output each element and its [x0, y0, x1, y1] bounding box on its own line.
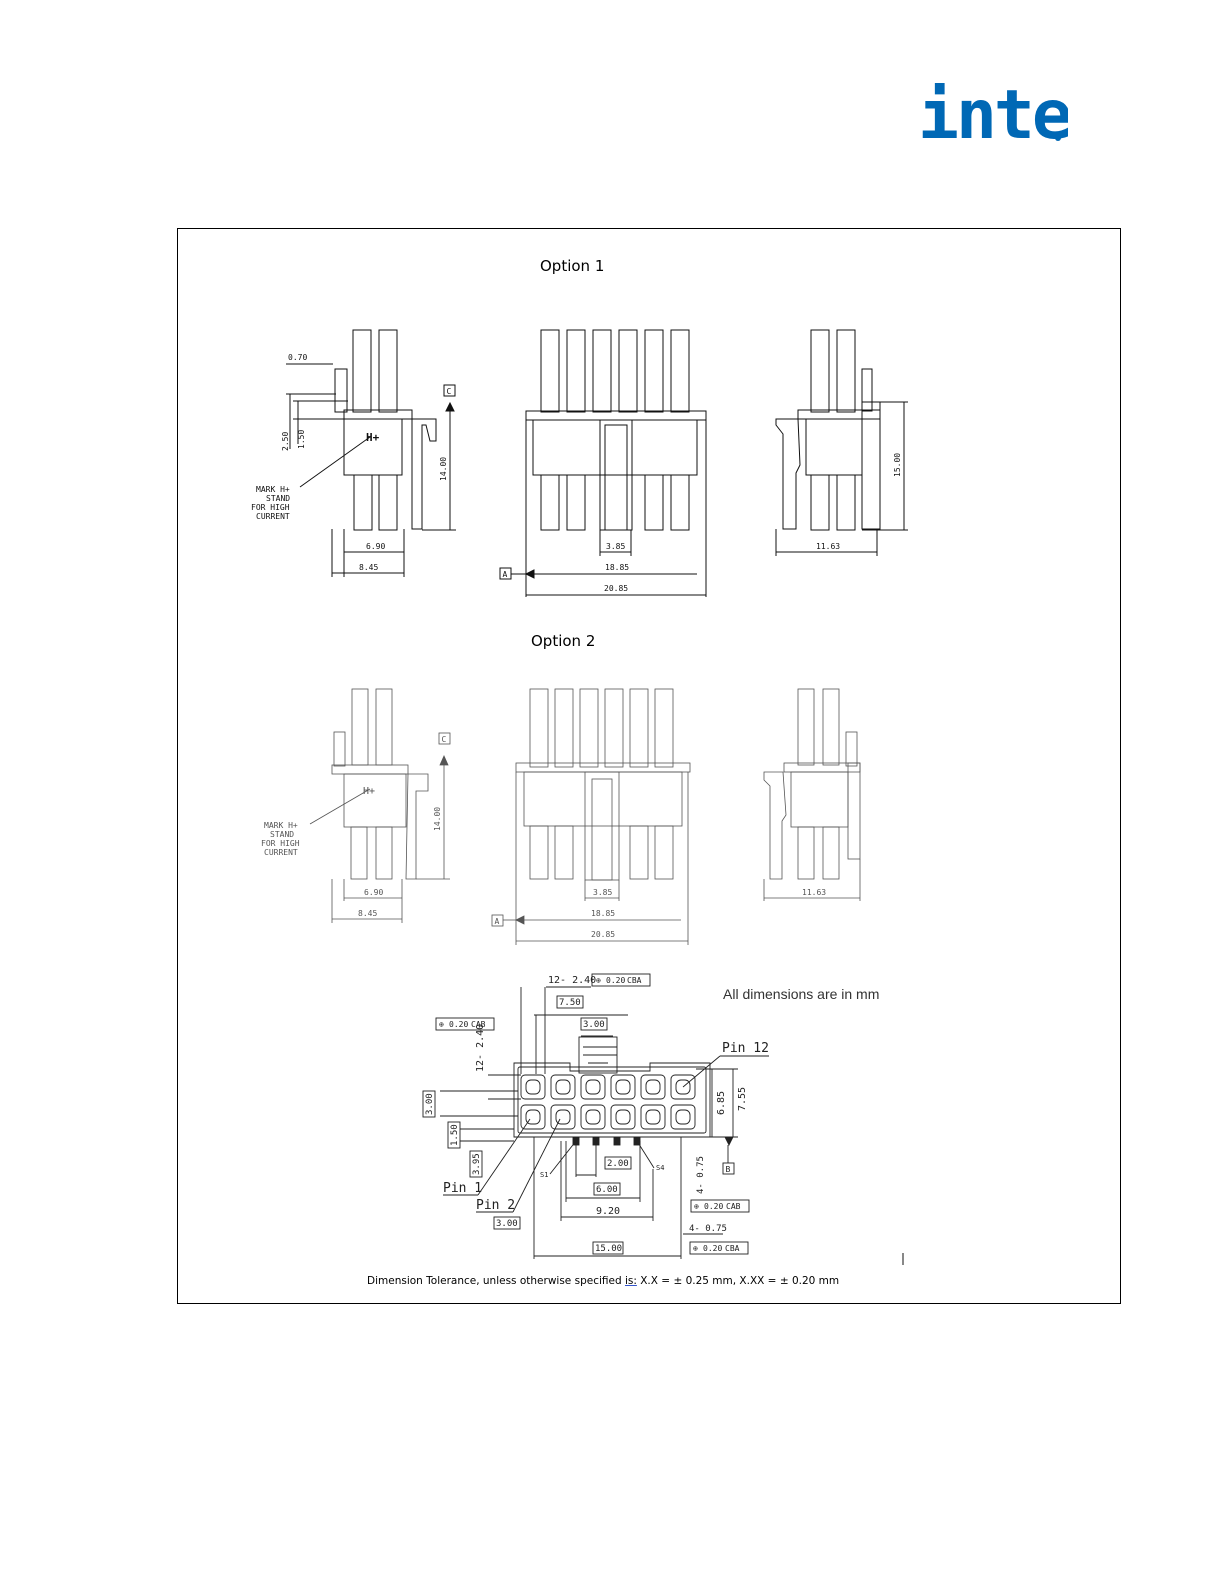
gdt-right2-value: 0.20 — [703, 1244, 722, 1253]
gdt-left-symbol: ⊕ — [439, 1020, 444, 1029]
datum-a-1: A — [503, 570, 508, 579]
dim-2-00: 2.00 — [607, 1159, 629, 1169]
option1-side-view-left: H+ MARK H+ STAND FOR HIGH CURRENT 0.70 2… — [251, 329, 456, 577]
gdt-top-symbol: ⊕ — [596, 976, 601, 985]
dim-15-00-bottom: 15.00 — [595, 1244, 622, 1254]
mark-line-1: MARK H+ — [256, 485, 290, 494]
dim-18-85: 18.85 — [605, 563, 629, 572]
gdt-right1-symbol: ⊕ — [694, 1202, 699, 1211]
dim-14-00: 14.00 — [439, 457, 448, 481]
dim-0-70: 0.70 — [288, 353, 307, 362]
h-plus-label: H+ — [366, 431, 380, 444]
mark2-line-3: FOR HIGH — [261, 839, 300, 848]
datum-b: B — [726, 1165, 731, 1174]
dim-holes-left: 12- 2.40 — [475, 1024, 486, 1072]
dim-9-20: 9.20 — [596, 1206, 620, 1217]
dim2-6-90: 6.90 — [364, 888, 383, 897]
gdt-right2-symbol: ⊕ — [693, 1244, 698, 1253]
dim-20-85: 20.85 — [604, 584, 628, 593]
pin2-label: Pin 2 — [476, 1198, 515, 1213]
dim-1-50-left: 1.50 — [450, 1124, 460, 1146]
mark-line-3: FOR HIGH — [251, 503, 290, 512]
pin12-label: Pin 12 — [722, 1041, 769, 1056]
logo-dot — [1055, 135, 1061, 141]
mark2-line-4: CURRENT — [264, 848, 298, 857]
intel-logo: intel — [918, 78, 1068, 148]
footprint-view: 12- 2.40 ⊕ 0.20 CBA 7.50 3.00 ⊕ 0.20 CAB… — [422, 973, 769, 1259]
dim-7-50: 7.50 — [559, 998, 581, 1008]
connector-drawing: H+ MARK H+ STAND FOR HIGH CURRENT 0.70 2… — [251, 329, 908, 1265]
dim-3-00-left: 3.00 — [425, 1093, 435, 1115]
tolerance-prefix: Dimension Tolerance, unless otherwise sp… — [367, 1275, 625, 1287]
dim-7-55: 7.55 — [737, 1087, 748, 1111]
option1-front-view: 3.85 A 18.85 20.85 — [499, 329, 707, 597]
holes-row-bottom — [520, 1104, 696, 1130]
mark-line-4: CURRENT — [256, 512, 290, 521]
s4-label: S4 — [656, 1164, 664, 1172]
pin1-label: Pin 1 — [443, 1181, 482, 1196]
dim-8-45: 8.45 — [359, 563, 378, 572]
gdt-top-value: 0.20 — [606, 976, 625, 985]
dim-6-90: 6.90 — [366, 542, 385, 551]
gdt-top-refs: CBA — [627, 976, 642, 985]
dim-6-85: 6.85 — [716, 1091, 727, 1115]
option2-front-view: 3.85 A 18.85 20.85 — [491, 688, 691, 945]
tolerance-note: Dimension Tolerance, unless otherwise sp… — [367, 1275, 839, 1287]
dim-3-00-bottom: 3.00 — [496, 1219, 518, 1229]
dim-1-50: 1.50 — [297, 430, 306, 449]
option1-title: Option 1 — [540, 257, 605, 275]
dim-3-00-top: 3.00 — [583, 1020, 605, 1030]
dim-3-85: 3.85 — [606, 542, 625, 551]
datum-c-1: C — [447, 387, 452, 396]
s1-label: S1 — [540, 1171, 548, 1179]
mark2-line-2: STAND — [270, 830, 294, 839]
datum-c-2: C — [442, 735, 447, 744]
units-note: All dimensions are in mm — [723, 986, 880, 1002]
option1-side-view-right: 15.00 11.63 — [775, 329, 908, 556]
dim-6-00: 6.00 — [596, 1185, 618, 1195]
dim2-20-85: 20.85 — [591, 930, 615, 939]
dim2-11-63: 11.63 — [802, 888, 826, 897]
option2-title: Option 2 — [531, 632, 596, 650]
logo-text: intel — [918, 78, 1068, 148]
dim2-3-85: 3.85 — [593, 888, 612, 897]
drawing-frame: Option 1 Option 2 All dimensions are in … — [177, 228, 1121, 1304]
gdt-left-refs: CAB — [471, 1020, 486, 1029]
dim-3-95: 3.95 — [472, 1153, 482, 1175]
mark2-line-1: MARK H+ — [264, 821, 298, 830]
dim-4-0-75-horizontal: 4- 0.75 — [689, 1224, 727, 1234]
dim-15-00: 15.00 — [893, 453, 902, 477]
tolerance-values: X.X = ± 0.25 mm, X.XX = ± 0.20 mm — [636, 1275, 840, 1287]
gdt-left-value: 0.20 — [449, 1020, 468, 1029]
dim2-18-85: 18.85 — [591, 909, 615, 918]
gdt-right1-refs: CAB — [726, 1202, 741, 1211]
mark-line-2: STAND — [266, 494, 290, 503]
dim-holes-top: 12- 2.40 — [548, 975, 596, 986]
dim-11-63: 11.63 — [816, 542, 840, 551]
dim-2-50: 2.50 — [281, 432, 290, 451]
dim-4-0-75-vertical: 4- 0.75 — [696, 1156, 706, 1194]
dim2-14-00: 14.00 — [433, 807, 442, 831]
holes-row-top — [520, 1074, 696, 1100]
gdt-right1-value: 0.20 — [704, 1202, 723, 1211]
dim2-8-45: 8.45 — [358, 909, 377, 918]
datum-a-2: A — [495, 917, 500, 926]
h-plus-label-2: H+ — [363, 786, 375, 797]
option2-side-view-left: H+ MARK H+ STAND FOR HIGH CURRENT C 14.0… — [261, 688, 451, 923]
tolerance-is: is: — [624, 1275, 637, 1287]
option2-side-view-right: 11.63 — [763, 688, 861, 901]
gdt-right2-refs: CBA — [725, 1244, 740, 1253]
